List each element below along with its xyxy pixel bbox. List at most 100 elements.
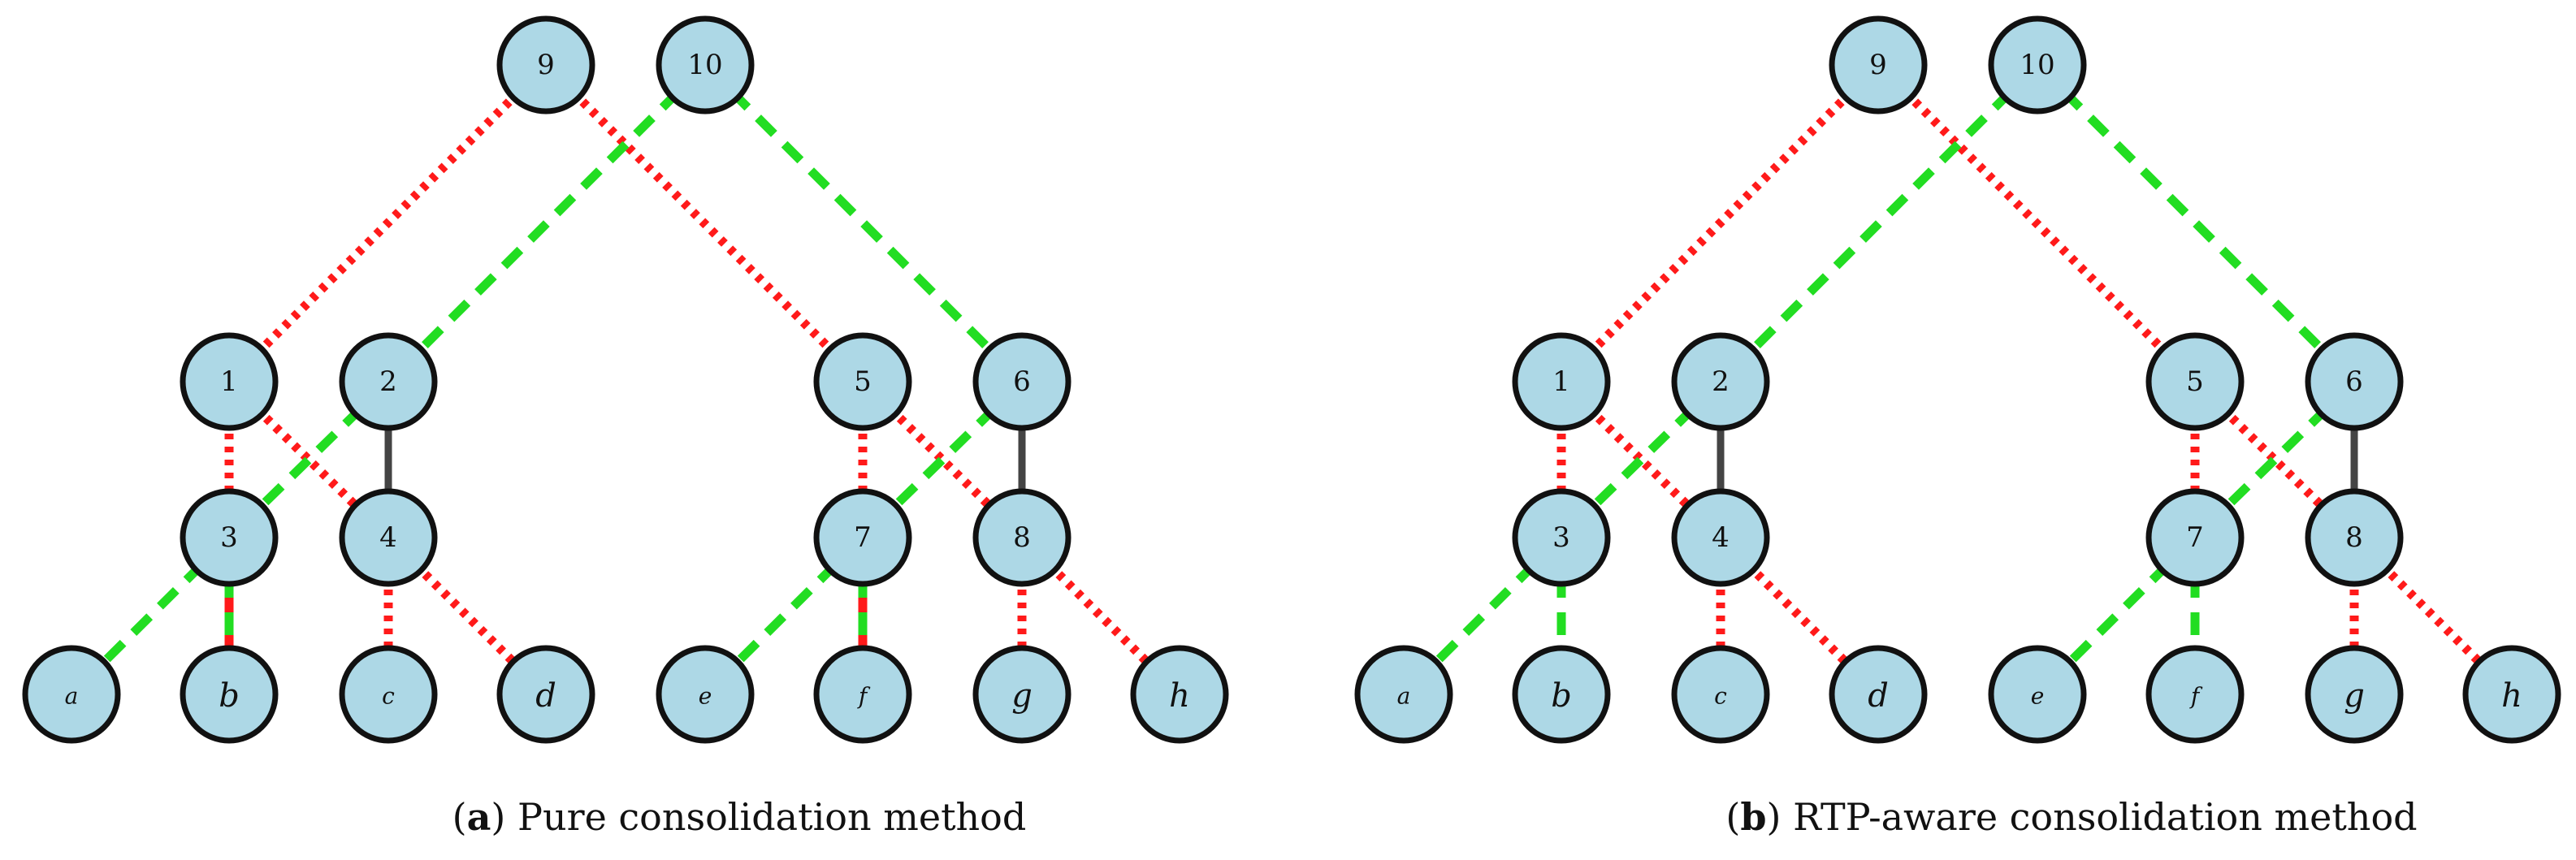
node-circle (2145, 645, 2245, 744)
node-2: 2 (339, 332, 438, 431)
node-c: c (1671, 645, 1770, 744)
edge-9-1 (226, 62, 549, 385)
node-label: 9 (537, 49, 555, 81)
node-label: g (2344, 677, 2365, 715)
node-circle (972, 488, 1072, 587)
node-circle (972, 332, 1072, 431)
node-circle (339, 488, 438, 587)
node-label: 3 (220, 521, 238, 554)
node-label: 5 (854, 365, 872, 398)
node-4: 4 (339, 488, 438, 587)
node-circle (1512, 488, 1611, 587)
node-label: 2 (379, 365, 397, 398)
node-a: a (1354, 645, 1453, 744)
node-label: 7 (2186, 521, 2204, 554)
node-e: e (1988, 645, 2087, 744)
edge-9-5 (543, 62, 866, 385)
node-label: 6 (1013, 365, 1031, 398)
node-7: 7 (813, 488, 912, 587)
node-circle (656, 645, 755, 744)
node-circle (972, 645, 1072, 744)
node-circle (813, 332, 912, 431)
node-label: 2 (1712, 365, 1730, 398)
node-8: 8 (2305, 488, 2404, 587)
node-label: g (1011, 677, 1033, 715)
node-f: f (813, 645, 912, 744)
node-6: 6 (972, 332, 1072, 431)
node-label: a (65, 683, 79, 710)
node-8: 8 (972, 488, 1072, 587)
node-circle (496, 15, 595, 115)
node-label: 4 (1712, 521, 1730, 554)
node-d: d (496, 645, 595, 744)
node-b: b (1512, 645, 1611, 744)
node-circle (813, 645, 912, 744)
node-label: a (1397, 683, 1411, 710)
node-label: 7 (854, 521, 872, 554)
node-2: 2 (1671, 332, 1770, 431)
node-circle (1829, 645, 1928, 744)
node-circle (22, 645, 121, 744)
node-circle (1512, 332, 1611, 431)
node-label: e (2031, 683, 2045, 710)
node-6: 6 (2305, 332, 2404, 431)
node-label: 8 (1013, 521, 1031, 554)
node-circle (1671, 488, 1770, 587)
node-4: 4 (1671, 488, 1770, 587)
node-circle (2305, 332, 2404, 431)
node-circle (180, 488, 279, 587)
node-label: 1 (220, 365, 238, 398)
edge-9-5 (1875, 62, 2198, 385)
node-label: 9 (1869, 49, 1887, 81)
node-circle (2462, 645, 2561, 744)
node-1: 1 (180, 332, 279, 431)
node-circle (813, 488, 912, 587)
node-label: h (1169, 677, 1190, 715)
node-circle (2145, 488, 2245, 587)
panel-b-caption: (b) RTP-aware consolidation method (1725, 795, 2417, 839)
node-10: 10 (1988, 15, 2087, 115)
node-3: 3 (1512, 488, 1611, 587)
node-label: 1 (1552, 365, 1570, 398)
node-label: c (382, 683, 395, 710)
panel-a-caption-letter: a (467, 795, 491, 839)
node-circle (2145, 332, 2245, 431)
node-circle (2305, 488, 2404, 587)
panel-b-caption-letter: b (1740, 795, 1766, 839)
node-h: h (2462, 645, 2561, 744)
node-7: 7 (2145, 488, 2245, 587)
node-label: b (1551, 677, 1572, 715)
node-3: 3 (180, 488, 279, 587)
node-g: g (2305, 645, 2404, 744)
panel-a-caption: (a) Pure consolidation method (452, 795, 1027, 839)
node-label: e (699, 683, 712, 710)
node-label: 10 (2020, 49, 2054, 81)
node-9: 9 (1829, 15, 1928, 115)
node-circle (180, 645, 279, 744)
node-label: 8 (2345, 521, 2363, 554)
node-9: 9 (496, 15, 595, 115)
node-label: c (1714, 683, 1727, 710)
node-circle (1671, 645, 1770, 744)
node-circle (1988, 15, 2087, 115)
node-circle (656, 15, 755, 115)
node-label: b (219, 677, 240, 715)
panel-a-nodes: 9 10 1 2 5 6 3 4 7 8 a b c d e f g h (22, 15, 1229, 744)
panel-a-caption-text: Pure consolidation method (505, 795, 1026, 839)
panel-a: 9 10 1 2 5 6 3 4 7 8 a b c d e f g h (a) Pure consolidati… (22, 15, 1229, 839)
node-circle (496, 645, 595, 744)
node-label: 10 (687, 49, 722, 81)
node-label: 3 (1552, 521, 1570, 554)
node-circle (180, 332, 279, 431)
node-5: 5 (2145, 332, 2245, 431)
node-c: c (339, 645, 438, 744)
node-label: 5 (2186, 365, 2204, 398)
node-label: h (2501, 677, 2522, 715)
edge-9-1 (1558, 62, 1881, 385)
node-circle (1988, 645, 2087, 744)
node-circle (2305, 645, 2404, 744)
node-label: d (535, 677, 556, 715)
node-1: 1 (1512, 332, 1611, 431)
node-circle (1671, 332, 1770, 431)
